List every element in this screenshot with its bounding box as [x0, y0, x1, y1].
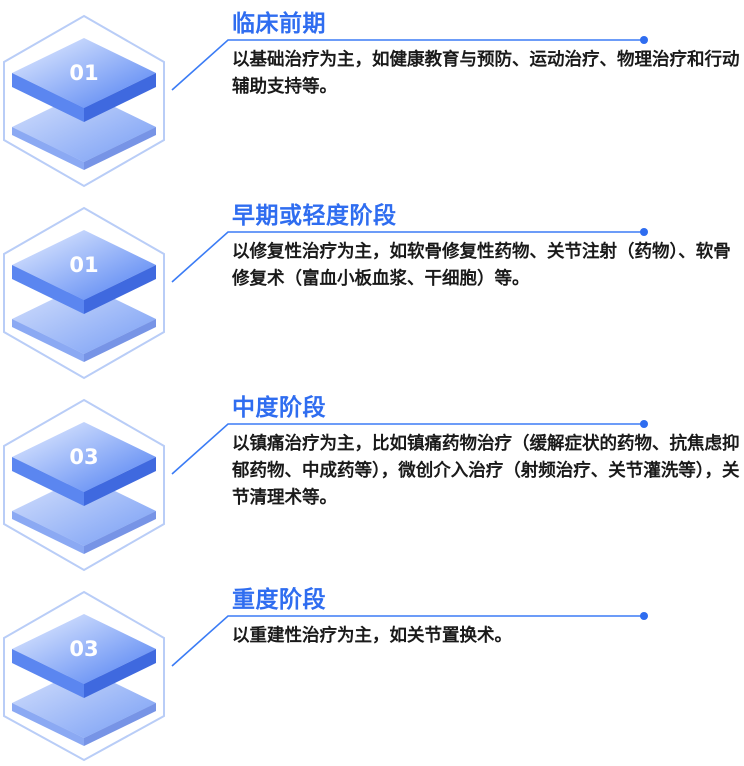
connector-line [171, 231, 642, 283]
stage-description: 以重建性治疗为主，如关节置换术。 [232, 626, 512, 646]
layer-top-edge-right [84, 649, 156, 698]
layer-top-edge [12, 265, 84, 314]
step-number: 03 [69, 445, 98, 469]
stage-description: 以基础治疗为主，如健康教育与预防、运动治疗、物理治疗和行动辅助支持等。 [232, 50, 740, 97]
layer-top-edge [12, 649, 84, 698]
layer-bottom-edge-right [84, 127, 156, 170]
layered-hexagon-icon: 03 [3, 590, 648, 762]
layer-bottom-edge-right [84, 511, 156, 554]
stage-title: 早期或轻度阶段 [232, 203, 397, 229]
step-number: 03 [69, 637, 98, 661]
layer-bottom-edge [12, 703, 84, 746]
connector-dot [640, 36, 648, 44]
connector-line [171, 423, 642, 475]
stage-preclinical: 01 临床前期 以基础治疗为主，如健康教育与预防、运动治疗、物理治疗和行动辅助支… [0, 0, 744, 190]
stage-title: 重度阶段 [232, 587, 326, 613]
layer-bottom-edge [12, 511, 84, 554]
layered-hexagon-icon: 01 [3, 14, 648, 188]
stage-moderate: 03 中度阶段 以镇痛治疗为主，比如镇痛药物治疗（缓解症状的药物、抗焦虑抑郁药物… [0, 384, 744, 574]
stage-description: 以修复性治疗为主，如软骨修复性药物、关节注射（药物）、软骨修复术（富血小板血浆、… [232, 242, 731, 289]
stage-description: 以镇痛治疗为主，比如镇痛药物治疗（缓解症状的药物、抗焦虑抑郁药物、中成药等），微… [232, 434, 740, 508]
layer-top-edge-right [84, 265, 156, 314]
connector-dot [640, 420, 648, 428]
stage-title: 中度阶段 [232, 395, 326, 421]
layered-hexagon-icon: 03 [3, 398, 648, 572]
stage-severe: 03 重度阶段 以重建性治疗为主，如关节置换术。 [0, 576, 744, 766]
stage-title: 临床前期 [232, 11, 326, 37]
layer-top-edge [12, 457, 84, 506]
layer-top-edge-right [84, 73, 156, 122]
layer-bottom-edge [12, 127, 84, 170]
connector-dot [640, 228, 648, 236]
layer-top-edge-right [84, 457, 156, 506]
layered-hexagon-icon: 01 [3, 206, 648, 380]
layer-top-edge [12, 73, 84, 122]
layer-bottom-edge-right [84, 703, 156, 746]
stage-early-mild: 01 早期或轻度阶段 以修复性治疗为主，如软骨修复性药物、关节注射（药物）、软骨… [0, 192, 744, 382]
layer-bottom-edge-right [84, 319, 156, 362]
layer-bottom-edge [12, 319, 84, 362]
connector-line [171, 615, 642, 667]
step-number: 01 [69, 61, 98, 85]
step-number: 01 [69, 253, 98, 277]
connector-dot [640, 612, 648, 620]
connector-line [171, 39, 642, 91]
